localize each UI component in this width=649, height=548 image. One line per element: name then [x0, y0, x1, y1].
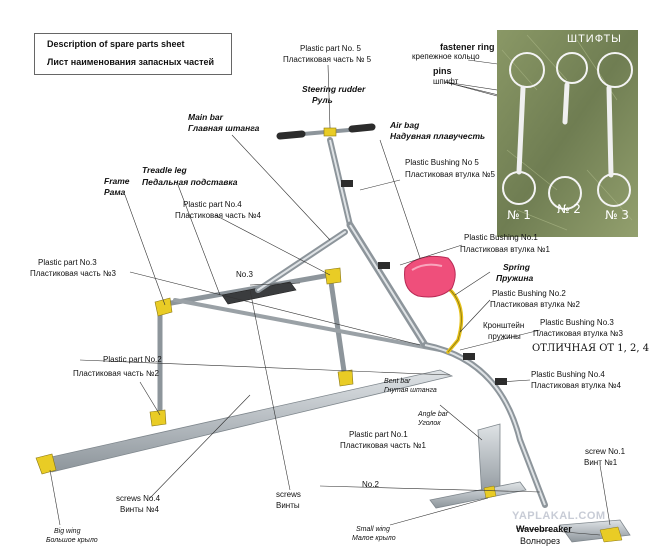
screws-label-en: screws	[276, 490, 301, 499]
main-bar-label-ru: Главная штанга	[188, 123, 260, 133]
angle-bar-label-ru: Уголок	[418, 420, 441, 427]
plastic-part-2-label-en: Plastic part No.2	[103, 355, 162, 364]
plastic-part-1-label-ru: Пластиковая часть №1	[340, 441, 426, 450]
no-3-label: No.3	[236, 270, 253, 279]
spring-bracket-label-1: Кронштейн	[483, 321, 525, 330]
plastic-part-4-label-en: Plastic part No.4	[183, 200, 242, 209]
screw-1-label-en: screw No.1	[585, 447, 626, 456]
bushing-1-label-ru: Пластиковая втулка №1	[460, 245, 550, 254]
pins-photo-heading: ШТИФТЫ	[567, 33, 622, 45]
air-bag	[404, 255, 456, 298]
pin-number-2: № 2	[557, 202, 581, 216]
screws-label-ru: Винты	[276, 501, 300, 510]
pin-number-1: № 1	[507, 208, 531, 222]
treadle-leg-label-ru: Педальная подставка	[142, 177, 238, 187]
main-bar	[255, 229, 348, 293]
wavebreaker-label-ru: Волнорез	[520, 536, 560, 546]
treadle-leg-label-en: Treadle leg	[142, 165, 187, 175]
wavebreaker-label-en: Wavebreaker	[516, 524, 572, 534]
plastic-part-2-label-ru: Пластиковая часть №2	[73, 369, 159, 378]
fastener-ring-label-ru: крепежное кольцо	[412, 52, 480, 61]
bushing-2-label-en: Plastic Bushing No.2	[492, 289, 566, 298]
frame-label-ru: Рама	[104, 187, 126, 197]
watermark: YAPLAKAL.COM	[512, 510, 606, 522]
air-bag-label-ru: Надувная плавучесть	[390, 131, 486, 141]
main-bar-label-en: Main bar	[188, 112, 223, 122]
leader-lines	[49, 59, 611, 536]
big-wing-label-en: Big wing	[54, 528, 81, 535]
bushing-4-label-ru: Пластиковая втулка №4	[531, 381, 621, 390]
frame-label-en: Frame	[104, 176, 130, 186]
small-wing-label-en: Small wing	[356, 526, 390, 533]
plastic-part-3-label-ru: Пластиковая часть №3	[30, 269, 116, 278]
steering-rudder-label-ru: Руль	[312, 95, 333, 105]
pins-photo-art	[497, 30, 638, 237]
spring-bracket-label-2: пружины	[488, 332, 521, 341]
bent-bar-label-en: Bent bar	[384, 378, 411, 385]
pin-number-3: № 3	[605, 208, 629, 222]
plastic-part-5-label-en: Plastic part No. 5	[300, 44, 361, 53]
bushing-3-label-en: Plastic Bushing No.3	[540, 318, 614, 327]
bushing-5-label-en: Plastic Bushing No 5	[405, 158, 479, 167]
plastic-part-4-label-ru: Пластиковая часть №4	[175, 211, 261, 220]
bushing-1-label-en: Plastic Bushing No.1	[464, 233, 538, 242]
bushing-4-label-en: Plastic Bushing No.4	[531, 370, 605, 379]
big-wing	[35, 369, 454, 475]
bushing-5-label-ru: Пластиковая втулка №5	[405, 170, 495, 179]
steering-column	[276, 123, 429, 349]
plastic-part-3-label-en: Plastic part No.3	[38, 258, 97, 267]
bushing-2-label-ru: Пластиковая втулка №2	[490, 300, 580, 309]
air-bag-label-en: Air bag	[390, 120, 420, 130]
pins-label-en: pins	[433, 66, 452, 76]
bent-bar-label-ru: Гнутая штанга	[384, 387, 437, 394]
steering-rudder-label-en: Steering rudder	[302, 84, 366, 94]
plastic-part-1-label-en: Plastic part No.1	[349, 430, 408, 439]
plastic-part-5-label-ru: Пластиковая часть № 5	[283, 55, 372, 64]
bent-bar	[422, 342, 548, 508]
small-wing	[429, 481, 527, 509]
spring-label-en: Spring	[503, 262, 530, 272]
screw-1-label-ru: Винт №1	[584, 458, 618, 467]
title-box: Description of spare parts sheet Лист на…	[34, 33, 232, 75]
no-2-label: No.2	[362, 480, 379, 489]
spring-label-ru: Пружина	[496, 273, 534, 283]
pins-label-ru: шпифт	[433, 77, 459, 86]
pins-photo: № 1 № 2 № 3 ШТИФТЫ	[497, 30, 638, 237]
big-wing-label-ru: Большое крыло	[46, 537, 98, 544]
wavebreaker	[559, 519, 631, 543]
bushing-3-label-ru: Пластиковая втулка №3	[533, 329, 623, 338]
distinct-note: ОТЛИЧНАЯ ОТ 1, 2, 4	[532, 343, 649, 354]
title-ru: Лист наименования запасных частей	[47, 57, 215, 67]
title-en: Description of spare parts sheet	[47, 39, 185, 49]
angle-bar-label-en: Angle bar	[418, 411, 448, 418]
screws-4-label-en: screws No.4	[116, 494, 161, 503]
screws-4-label-ru: Винты №4	[120, 505, 159, 514]
small-wing-label-ru: Малое крыло	[352, 535, 396, 542]
fastener-ring-label-en: fastener ring	[440, 42, 495, 52]
